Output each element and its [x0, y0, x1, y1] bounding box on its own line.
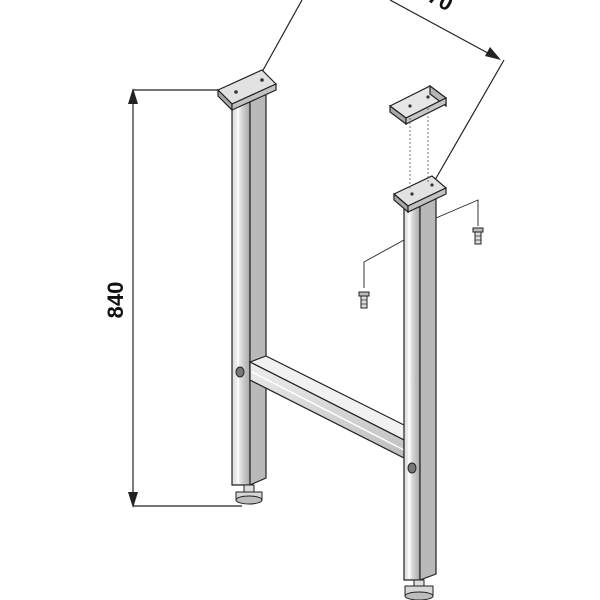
bolt-hole-left	[235, 366, 245, 378]
screw-assembly	[358, 199, 484, 309]
arrow-up-icon	[128, 88, 138, 104]
bolt-hole-right	[407, 462, 417, 474]
arrow-right-icon	[485, 47, 501, 60]
screw-icon	[472, 227, 484, 245]
right-top-plate	[392, 175, 448, 214]
left-leveling-foot	[235, 484, 263, 505]
cross-beam	[248, 355, 420, 459]
width-dimension-label: 70	[424, 0, 457, 16]
height-dimension-label: 840	[103, 282, 128, 319]
width-dimension: 70	[261, 0, 505, 181]
screw-icon	[358, 291, 370, 309]
mounting-bracket	[388, 84, 448, 190]
left-top-plate	[216, 69, 278, 112]
right-post	[403, 187, 437, 600]
height-dimension: 840	[103, 88, 242, 508]
right-leveling-foot	[404, 579, 434, 600]
arrow-down-icon	[128, 492, 138, 508]
left-post	[231, 91, 267, 505]
